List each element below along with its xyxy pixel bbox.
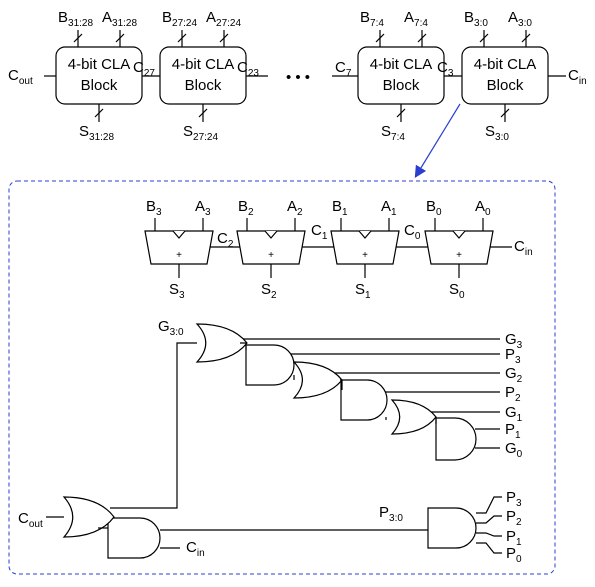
cout-label: Cout [8,67,33,87]
propagate-input-label: P1 [505,421,521,441]
p-input-wire [476,515,502,524]
cla-block-title: 4-bit CLA [68,56,131,73]
p-input-wire [476,496,502,514]
b-bit-label: B0 [426,198,442,218]
bus-slash [500,108,510,118]
adder-plus-sign: + [268,250,274,261]
adder-notch [358,230,372,239]
bus-slash [396,108,406,118]
adder-notch [172,230,186,239]
adder-plus-sign: + [456,250,462,261]
bus-slash [375,33,385,43]
b-input-label: B31:28 [58,9,93,29]
full-adder [424,230,494,265]
a-bit-label: A1 [381,198,397,218]
cin-label: Cin [568,67,587,87]
b-input-label: B7:4 [360,9,384,29]
or-gate-g3 [195,323,248,363]
a-bit-label: A2 [287,198,303,218]
and-gate-p-all [427,507,477,549]
a-input-label: A27:24 [206,9,241,29]
s-bit-label: S2 [261,281,277,301]
generate-output-wire [110,342,197,509]
s-bit-label: S3 [169,281,185,301]
s-output-label: S3:0 [485,123,509,143]
b-bit-label: B3 [146,198,162,218]
cla-block-title: 4-bit CLA [172,56,235,73]
full-adder [330,230,400,265]
cin-label: Cin [514,238,533,258]
carry-label: C1 [311,222,328,242]
cla-block-subtitle: Block [185,77,222,94]
cla-block-subtitle: Block [487,77,524,94]
s-output-label: S31:28 [79,123,114,143]
b-input-label: B3:0 [464,9,488,29]
wire [340,379,343,390]
detail-box [8,180,556,575]
b-input-label: B27:24 [162,9,197,29]
a-input-label: A7:4 [404,9,428,29]
cla-block-subtitle: Block [81,77,118,94]
bus-slash [73,33,83,43]
full-adder [144,230,214,265]
a-input-label: A3:0 [508,9,532,29]
ellipsis: • • • [286,69,310,86]
and-gate-p2 [340,379,388,421]
or-gate-g2 [292,361,343,399]
bus-slash [94,108,104,118]
s-output-label: S7:4 [381,123,405,143]
bus-slash [479,33,489,43]
carry-label: C0 [404,222,421,242]
callout-arrow [414,103,461,179]
p-input-wire [476,542,502,554]
adder-plus-sign: + [176,250,182,261]
s-bit-label: S1 [355,281,371,301]
generate-input-label: G0 [505,440,523,460]
a-bit-label: A3 [195,198,211,218]
bus-slash [417,33,427,43]
propagate-input-label: P0 [506,545,522,565]
s-output-label: S27:24 [183,123,218,143]
a-bit-label: A0 [475,198,491,218]
b-bit-label: B1 [332,198,348,218]
adder-notch [264,230,278,239]
adder-notch [452,230,466,239]
cla-block-title: 4-bit CLA [474,56,537,73]
bus-slash [198,108,208,118]
propagate-output-label: P3:0 [379,504,403,524]
propagate-input-label: P2 [506,508,522,528]
propagate-input-label: P2 [505,384,521,404]
s-bit-label: S0 [449,281,465,301]
p-input-wire [476,532,502,537]
bus-slash [219,33,229,43]
cout-label: Cout [18,510,43,530]
propagate-input-label: P3 [506,489,522,509]
cin-label: Cin [186,539,205,559]
full-adder [236,230,306,265]
and-gate-p3-cin [107,517,161,559]
bus-slash [521,33,531,43]
cla-block-title: 4-bit CLA [370,56,433,73]
and-gate-p1g0 [435,417,477,461]
cla-block-subtitle: Block [383,77,420,94]
or-gate-g1 [390,399,437,435]
a-input-label: A31:28 [102,9,137,29]
generate-input-label: G2 [505,365,523,385]
bus-slash [177,33,187,43]
and-gate-p3 [245,344,295,386]
b-bit-label: B2 [238,198,254,218]
adder-plus-sign: + [362,250,368,261]
bus-slash [115,33,125,43]
or-gate-cout [62,496,115,538]
wire [240,342,247,350]
generate-output-label: G3:0 [158,318,184,338]
